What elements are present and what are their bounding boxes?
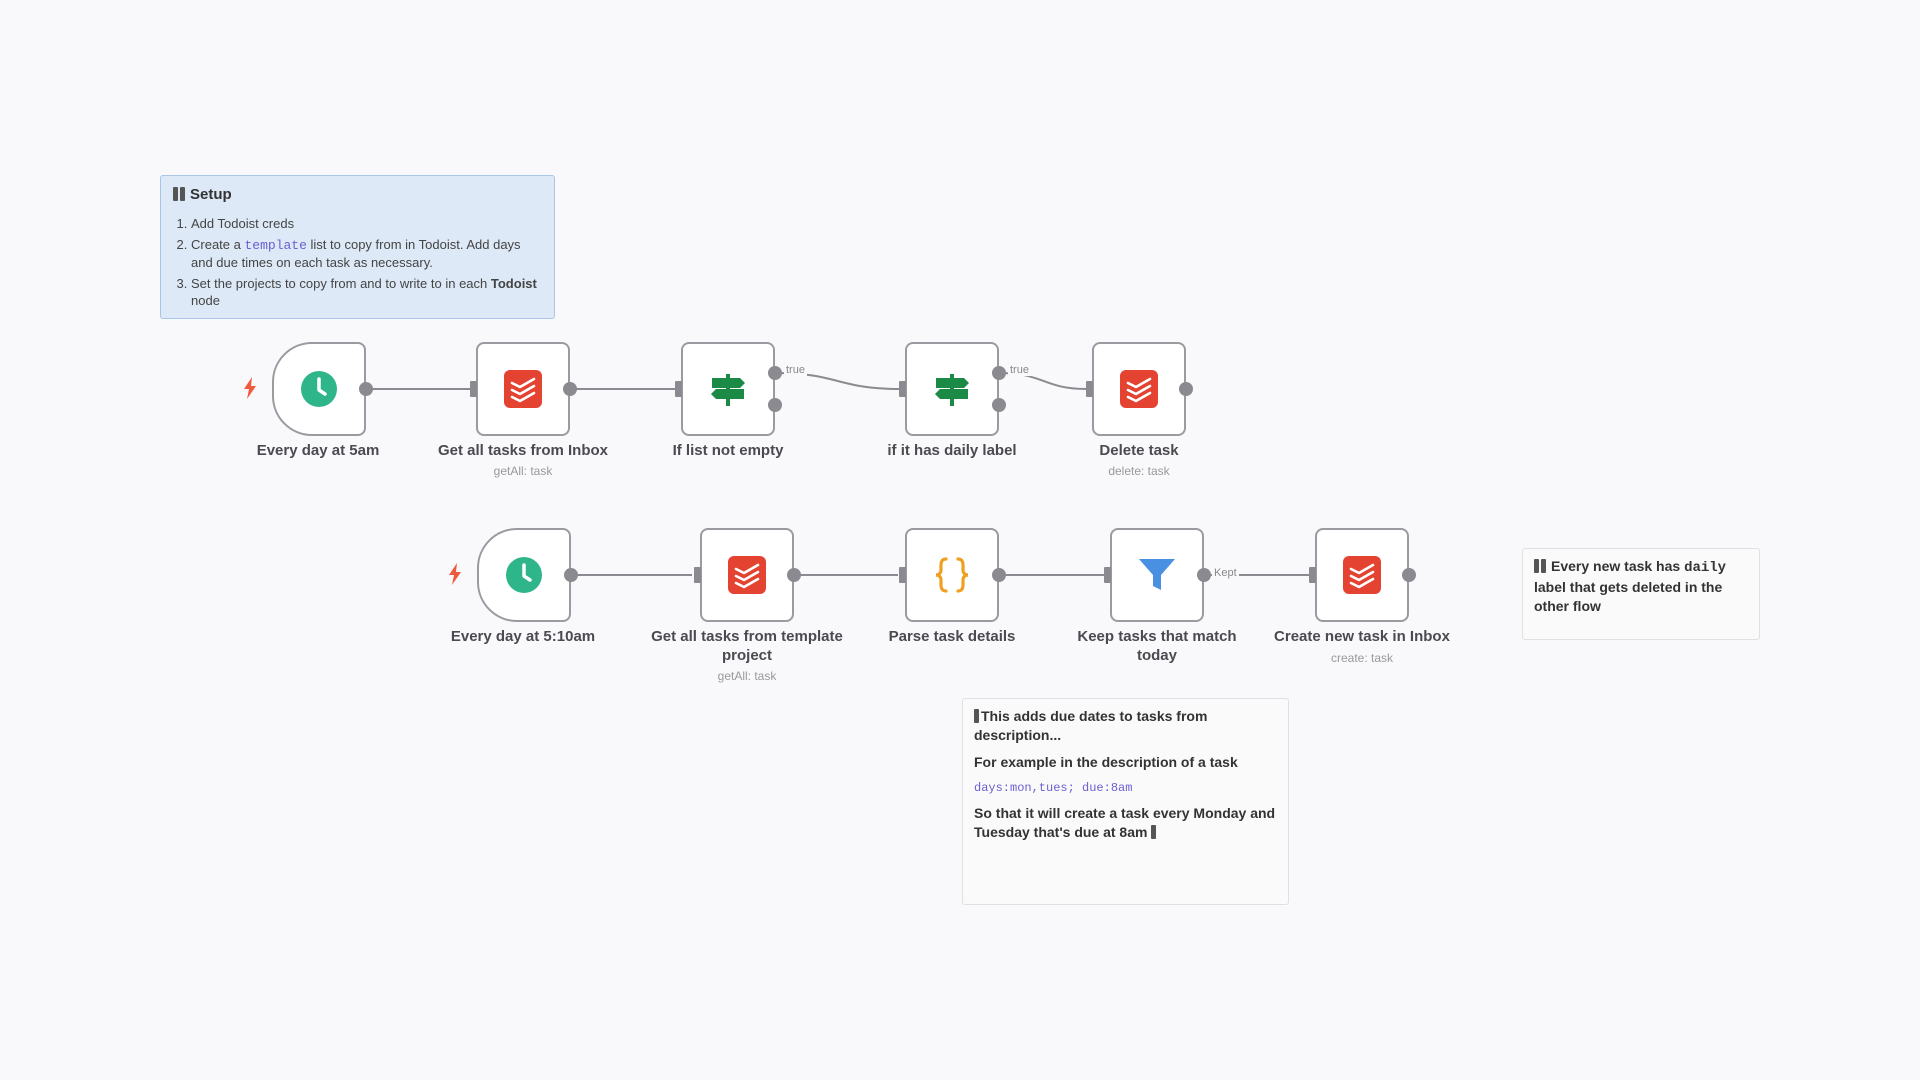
node-parse-task-details[interactable] — [899, 528, 1006, 622]
wire-label-true-1: true — [784, 364, 807, 376]
clock-emoji-icon — [1151, 824, 1157, 839]
input-port[interactable] — [675, 381, 682, 397]
output-port-false[interactable] — [768, 398, 782, 412]
daily-label-note[interactable]: Every new task has daily label that gets… — [1522, 548, 1760, 640]
todoist-icon — [504, 370, 542, 408]
clock-icon — [301, 371, 337, 407]
node-get-template-tasks[interactable] — [694, 528, 801, 622]
setup-note[interactable]: Setup Add Todoist creds Create a templat… — [160, 175, 555, 319]
node-if-list-not-empty[interactable] — [675, 342, 782, 436]
node-sublabel: delete: task — [1108, 464, 1170, 478]
todoist-icon — [1343, 556, 1381, 594]
node-label: Every day at 5:10am — [450, 628, 596, 645]
input-port[interactable] — [1309, 567, 1316, 583]
input-port[interactable] — [899, 567, 906, 583]
trigger-bolt-icon — [244, 377, 256, 399]
wire-label-kept: Kept — [1212, 567, 1239, 579]
node-label: Create new task in Inbox — [1274, 628, 1450, 645]
output-port[interactable] — [563, 382, 577, 396]
node-every-day-5am[interactable] — [272, 342, 373, 436]
code-braces-icon — [935, 557, 969, 593]
input-port[interactable] — [694, 567, 701, 583]
parse-details-note[interactable]: This adds due dates to tasks from descri… — [962, 698, 1289, 905]
clock-icon — [506, 557, 542, 593]
node-every-day-510am[interactable] — [477, 528, 578, 622]
node-sublabel: getAll: task — [493, 464, 553, 478]
output-port[interactable] — [787, 568, 801, 582]
filter-icon — [1139, 559, 1175, 590]
node-get-inbox-tasks[interactable] — [470, 342, 577, 436]
output-port[interactable] — [564, 568, 578, 582]
node-label: Get all tasks from Inbox — [437, 442, 609, 459]
input-port[interactable] — [1104, 567, 1111, 583]
node-label: if it has daily label — [887, 442, 1017, 459]
output-port-true[interactable] — [992, 366, 1006, 380]
pin-icon — [1534, 559, 1539, 573]
node-sublabel: create: task — [1330, 651, 1394, 665]
todoist-icon — [1120, 370, 1158, 408]
output-port-false[interactable] — [992, 398, 1006, 412]
input-port[interactable] — [470, 381, 477, 397]
node-delete-task[interactable] — [1086, 342, 1193, 436]
input-port[interactable] — [899, 381, 906, 397]
if-signpost-icon — [935, 374, 969, 406]
wrench-icon — [173, 187, 178, 201]
setup-step-3: Set the projects to copy from and to wri… — [191, 275, 542, 310]
setup-steps-list: Add Todoist creds Create a template list… — [173, 215, 542, 310]
todoist-icon — [728, 556, 766, 594]
if-signpost-icon — [711, 374, 745, 406]
node-sublabel: getAll: task — [717, 669, 777, 683]
output-port-true[interactable] — [768, 366, 782, 380]
output-port[interactable] — [1179, 382, 1193, 396]
input-port[interactable] — [1086, 381, 1093, 397]
node-label: Every day at 5am — [256, 442, 380, 459]
node-label: Parse task details — [888, 628, 1016, 645]
setup-step-2: Create a template list to copy from in T… — [191, 236, 542, 272]
pin-icon — [974, 709, 979, 723]
setup-note-title: Setup — [173, 185, 542, 205]
output-port[interactable] — [1197, 568, 1211, 582]
trigger-bolt-icon — [449, 563, 461, 585]
node-if-daily-label[interactable] — [899, 342, 1006, 436]
setup-step-1: Add Todoist creds — [191, 215, 542, 233]
output-port[interactable] — [992, 568, 1006, 582]
node-label: Get all tasks from template project — [651, 628, 843, 664]
output-port[interactable] — [359, 382, 373, 396]
wire-label-true-2: true — [1008, 364, 1031, 376]
node-create-inbox-task[interactable] — [1309, 528, 1416, 622]
node-keep-today-tasks[interactable] — [1104, 528, 1211, 622]
node-label: If list not empty — [672, 442, 784, 459]
pin-icon — [1541, 559, 1546, 573]
output-port[interactable] — [1402, 568, 1416, 582]
node-label: Delete task — [1099, 442, 1179, 459]
wrench-icon — [180, 187, 185, 201]
node-label: Keep tasks that match today — [1077, 628, 1237, 664]
